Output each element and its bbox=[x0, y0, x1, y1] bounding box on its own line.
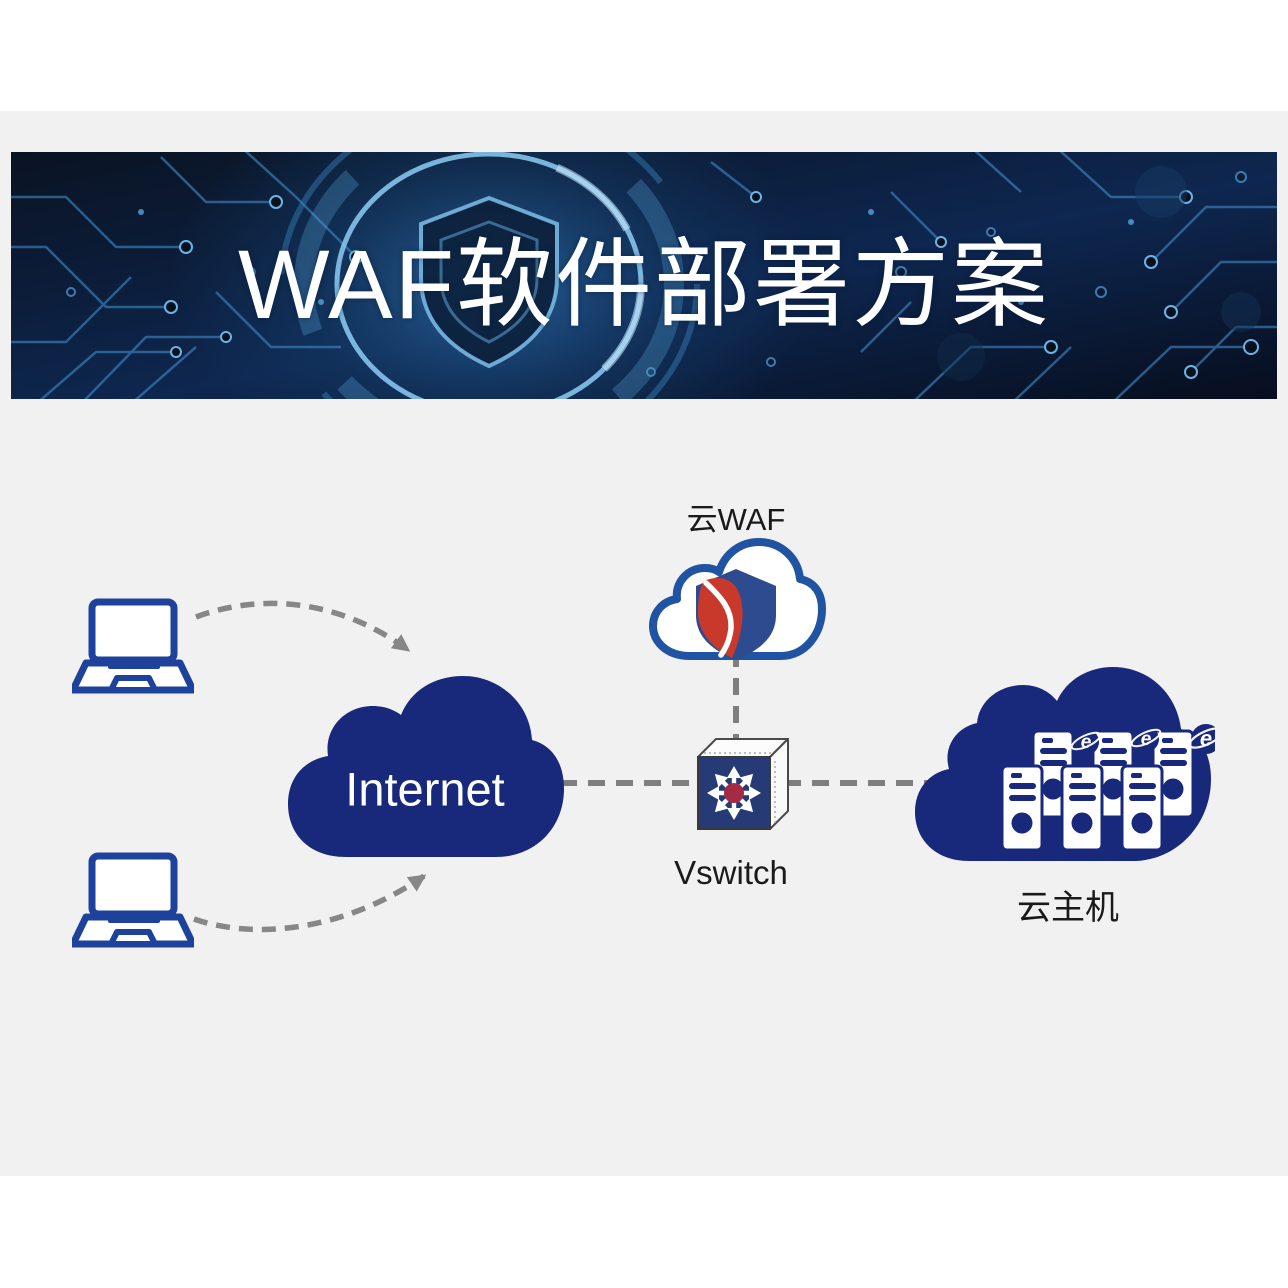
vswitch-label: Vswitch bbox=[674, 854, 788, 891]
cloud-host-icon: e e e bbox=[915, 667, 1215, 861]
shield-ring-emblem bbox=[278, 152, 700, 399]
laptop-icon bbox=[72, 852, 194, 948]
vswitch-icon bbox=[697, 738, 789, 830]
banner-title: WAF软件部署方案 bbox=[238, 230, 1050, 339]
laptop-icon bbox=[72, 598, 194, 694]
server-towers-icon: e e e bbox=[1000, 724, 1215, 852]
waf-shield-icon bbox=[696, 569, 776, 660]
cloud-icon: Internet bbox=[288, 676, 564, 857]
internet-label: Internet bbox=[345, 762, 504, 815]
dashed-arrow-client1-to-internet bbox=[195, 600, 411, 653]
client-laptop-1 bbox=[72, 597, 194, 695]
ie-browser-icon: e bbox=[1130, 726, 1162, 752]
ie-browser-icon: e bbox=[1188, 724, 1215, 754]
svg-text:e: e bbox=[1081, 732, 1092, 753]
cloud-waf-node bbox=[646, 536, 826, 664]
svg-text:e: e bbox=[1141, 729, 1152, 750]
internet-cloud: Internet bbox=[280, 671, 570, 861]
cloud-host-label: 云主机 bbox=[1017, 889, 1119, 927]
circuit-traces bbox=[11, 152, 1277, 399]
cloud-waf-label: 云WAF bbox=[686, 502, 786, 537]
switch-center-dot bbox=[724, 783, 744, 803]
banner: WAF软件部署方案 bbox=[11, 152, 1277, 399]
cloud-host-node: e e e bbox=[905, 665, 1215, 875]
ie-browser-icon: e bbox=[1070, 729, 1102, 755]
dashed-arrow-client2-to-internet bbox=[193, 873, 427, 933]
vswitch-node bbox=[690, 737, 790, 837]
circuit-nodes bbox=[164, 190, 1259, 379]
client-laptop-2 bbox=[72, 851, 194, 949]
cloud-waf-icon bbox=[649, 538, 826, 660]
banner-circuit-art bbox=[11, 152, 1277, 399]
